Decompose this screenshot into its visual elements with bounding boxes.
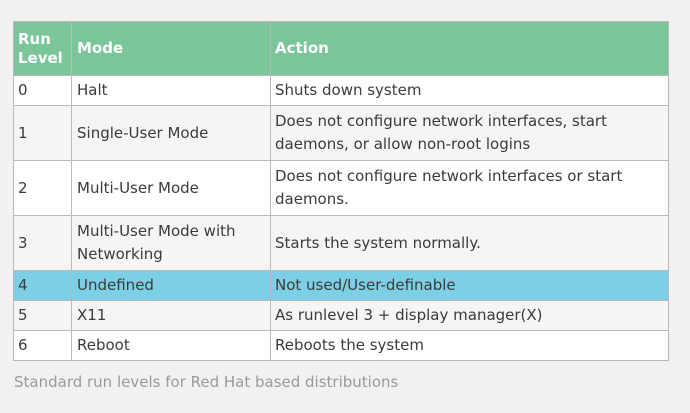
cell-level: 6 [13,330,72,361]
cell-level: 2 [13,160,72,216]
table-row: 3 Multi-User Mode with Networking Starts… [13,215,669,271]
cell-level: 0 [13,75,72,106]
cell-mode: Multi-User Mode [71,160,271,216]
table-row: 5 X11 As runlevel 3 + display manager(X) [13,300,669,331]
cell-action: As runlevel 3 + display manager(X) [270,300,669,331]
cell-level: 3 [13,215,72,271]
table-caption: Standard run levels for Red Hat based di… [14,373,399,391]
cell-level: 5 [13,300,72,331]
table-header-row: Run Level Mode Action [13,21,669,76]
header-mode: Mode [71,21,271,76]
cell-action: Shuts down system [270,75,669,106]
cell-action: Does not configure network interfaces, s… [270,105,669,161]
runlevel-table: Run Level Mode Action 0 Halt Shuts down … [13,21,669,361]
cell-action: Starts the system normally. [270,215,669,271]
cell-mode: Multi-User Mode with Networking [71,215,271,271]
cell-mode: Halt [71,75,271,106]
table-row: 0 Halt Shuts down system [13,75,669,106]
cell-mode: Reboot [71,330,271,361]
cell-action: Not used/User-definable [270,270,669,301]
table-row: 6 Reboot Reboots the system [13,330,669,361]
cell-action: Does not configure network interfaces or… [270,160,669,216]
cell-action: Reboots the system [270,330,669,361]
cell-mode: Single-User Mode [71,105,271,161]
table-row-highlighted: 4 Undefined Not used/User-definable [13,270,669,301]
header-run-level: Run Level [13,21,72,76]
cell-level: 4 [13,270,72,301]
cell-mode: Undefined [71,270,271,301]
cell-level: 1 [13,105,72,161]
header-action: Action [270,21,669,76]
table-row: 1 Single-User Mode Does not configure ne… [13,105,669,161]
table-row: 2 Multi-User Mode Does not configure net… [13,160,669,216]
cell-mode: X11 [71,300,271,331]
